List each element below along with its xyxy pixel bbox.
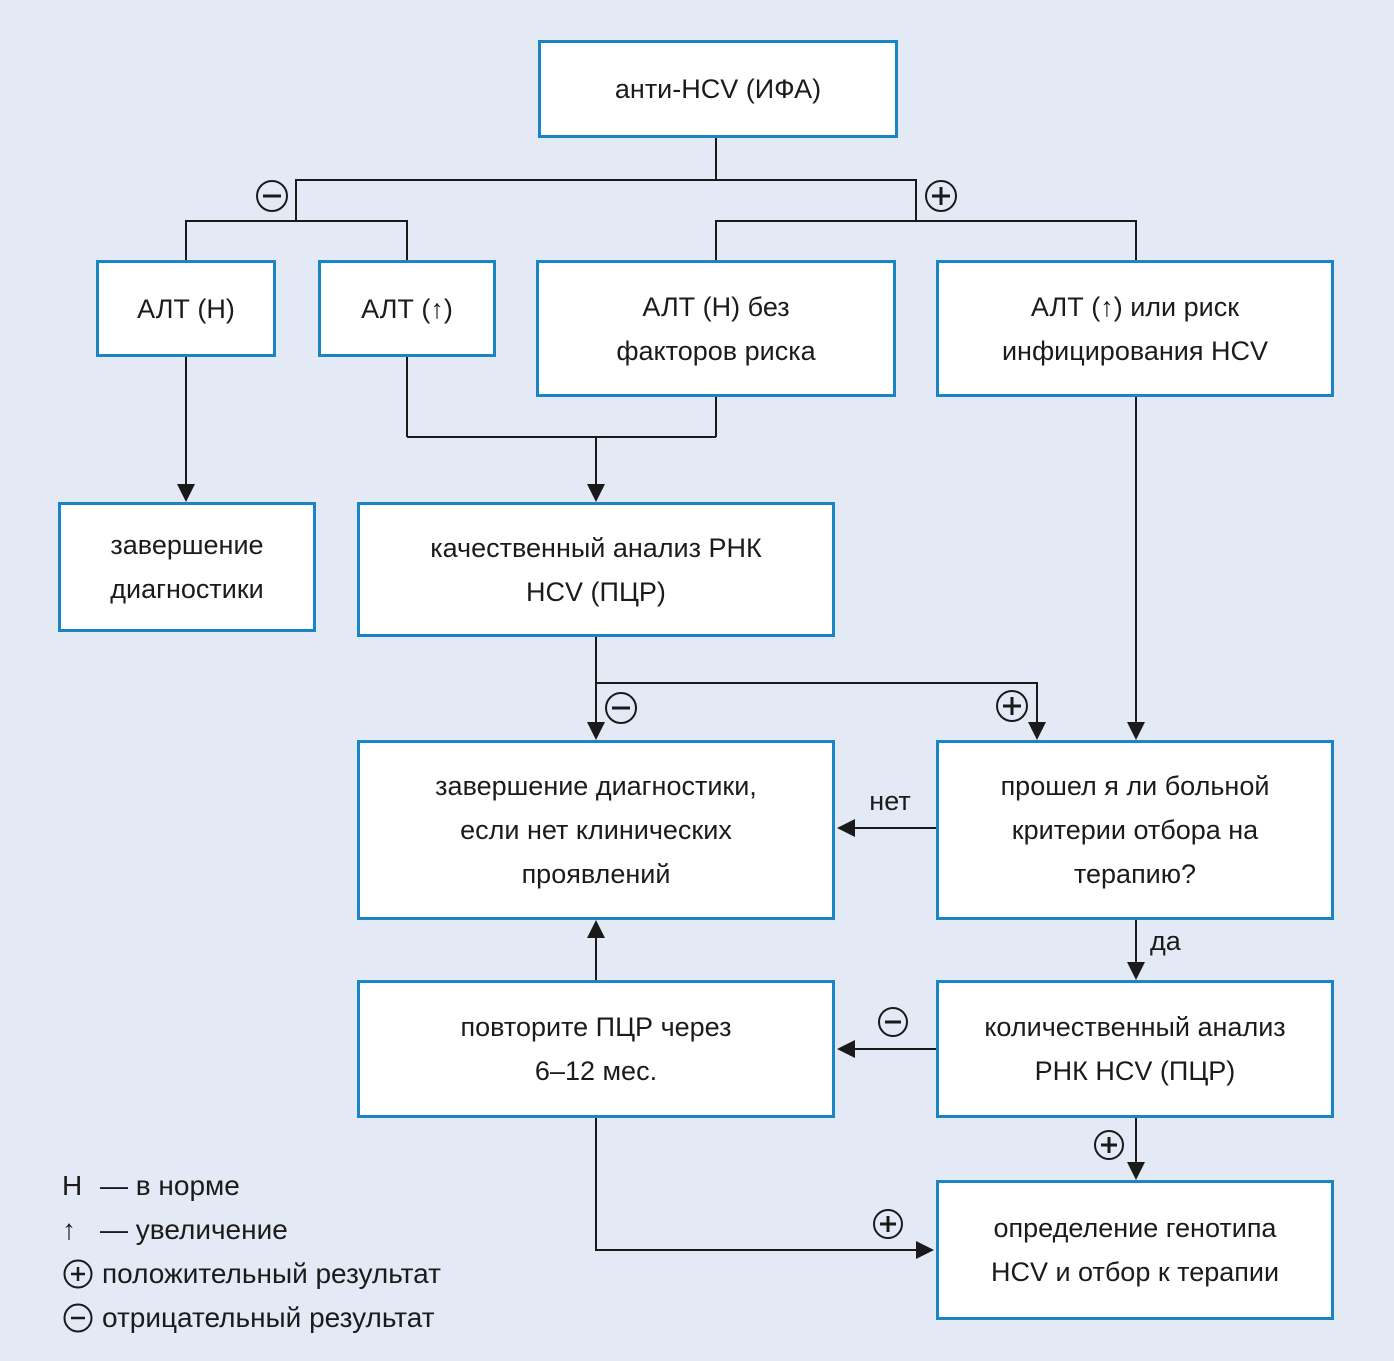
arrowhead-down — [587, 722, 605, 740]
plus-circle-icon — [63, 1259, 93, 1289]
box-end-diagnostics-no-clinical: завершение диагностики, если нет клиниче… — [357, 740, 835, 920]
legend-text-negative: отрицательный результат — [102, 1302, 435, 1333]
box-repeat-pcr: повторите ПЦР через 6–12 мес. — [357, 980, 835, 1118]
legend-text-positive: положительный результат — [102, 1258, 441, 1289]
box-end-diagnostics-label: завершение диагностики — [110, 530, 264, 604]
box-end-diagnostics: завершение диагностики — [58, 502, 316, 632]
edge-label-no: нет — [869, 786, 911, 816]
minus-icon — [605, 692, 637, 724]
arrowhead-up — [587, 920, 605, 938]
arrowhead-left — [837, 819, 855, 837]
connector-qualpcr-split — [595, 637, 1038, 722]
box-quantitative-pcr-label: количественный анализ РНК HCV (ПЦР) — [984, 1012, 1286, 1086]
box-genotype: определение генотипа HCV и отбор к терап… — [936, 1180, 1334, 1320]
arrowhead-down — [1127, 962, 1145, 980]
arrowhead-down — [587, 484, 605, 502]
box-alt-up-risk: АЛТ (↑) или риск инфицирования HCV — [936, 260, 1334, 397]
box-alt-up-risk-label: АЛТ (↑) или риск инфицирования HCV — [1001, 291, 1269, 366]
box-qualitative-pcr: качественный анализ РНК HCV (ПЦР) — [357, 502, 835, 637]
box-alt-n-no-risk: АЛТ (Н) без факторов риска — [536, 260, 896, 397]
box-anti-hcv-label: анти-HCV (ИФА) — [614, 74, 822, 104]
box-alt-up-label: АЛТ (↑) — [361, 293, 453, 324]
arrowhead-down — [1127, 1162, 1145, 1180]
legend-item-increase: ↑ — увеличение — [62, 1208, 441, 1252]
box-genotype-label: определение генотипа HCV и отбор к терап… — [990, 1213, 1280, 1287]
connector-left-split — [185, 220, 408, 260]
arrowhead-right — [916, 1241, 934, 1259]
box-repeat-pcr-label: повторите ПЦР через 6–12 мес. — [460, 1012, 732, 1086]
minus-icon — [878, 1007, 908, 1037]
legend: Н — в норме ↑ — увеличение положительный… — [62, 1164, 441, 1340]
edge-label-yes: да — [1150, 926, 1181, 956]
arrowhead-down — [1028, 722, 1046, 740]
box-alt-n: АЛТ (Н) — [96, 260, 276, 357]
legend-symbol-up-arrow: ↑ — [62, 1214, 76, 1245]
box-quantitative-pcr: количественный анализ РНК HCV (ПЦР) — [936, 980, 1334, 1118]
minus-icon — [256, 180, 288, 212]
plus-icon — [873, 1209, 903, 1239]
box-alt-n-no-risk-label: АЛТ (Н) без факторов риска — [616, 291, 816, 366]
arrowhead-down — [177, 484, 195, 502]
connector-level1-split — [295, 179, 917, 221]
box-end-diagnostics-no-clinical-label: завершение диагностики, если нет клиниче… — [435, 771, 757, 889]
box-alt-up: АЛТ (↑) — [318, 260, 496, 357]
legend-item-normal: Н — в норме — [62, 1164, 441, 1208]
arrowhead-down — [1127, 722, 1145, 740]
arrowhead-left — [837, 1040, 855, 1058]
box-alt-n-label: АЛТ (Н) — [137, 293, 235, 324]
connector-right-split — [715, 220, 1137, 260]
minus-circle-icon — [63, 1303, 93, 1333]
plus-icon — [996, 690, 1028, 722]
connector-repeat-to-genotype — [595, 1118, 916, 1251]
connector-merge-to-qualpcr — [406, 357, 717, 484]
box-qualitative-pcr-label: качественный анализ РНК HCV (ПЦР) — [430, 532, 762, 607]
legend-text-normal: — в норме — [100, 1170, 240, 1201]
box-anti-hcv: анти-HCV (ИФА) — [538, 40, 898, 138]
legend-item-positive: положительный результат — [62, 1252, 441, 1296]
legend-symbol-n: Н — [62, 1170, 83, 1201]
plus-icon — [925, 180, 957, 212]
box-therapy-criteria: прошел я ли больной критерии отбора на т… — [936, 740, 1334, 920]
legend-text-increase: — увеличение — [100, 1214, 288, 1245]
box-therapy-criteria-label: прошел я ли больной критерии отбора на т… — [1000, 771, 1270, 889]
plus-icon — [1094, 1130, 1124, 1160]
legend-item-negative: отрицательный результат — [62, 1296, 441, 1340]
